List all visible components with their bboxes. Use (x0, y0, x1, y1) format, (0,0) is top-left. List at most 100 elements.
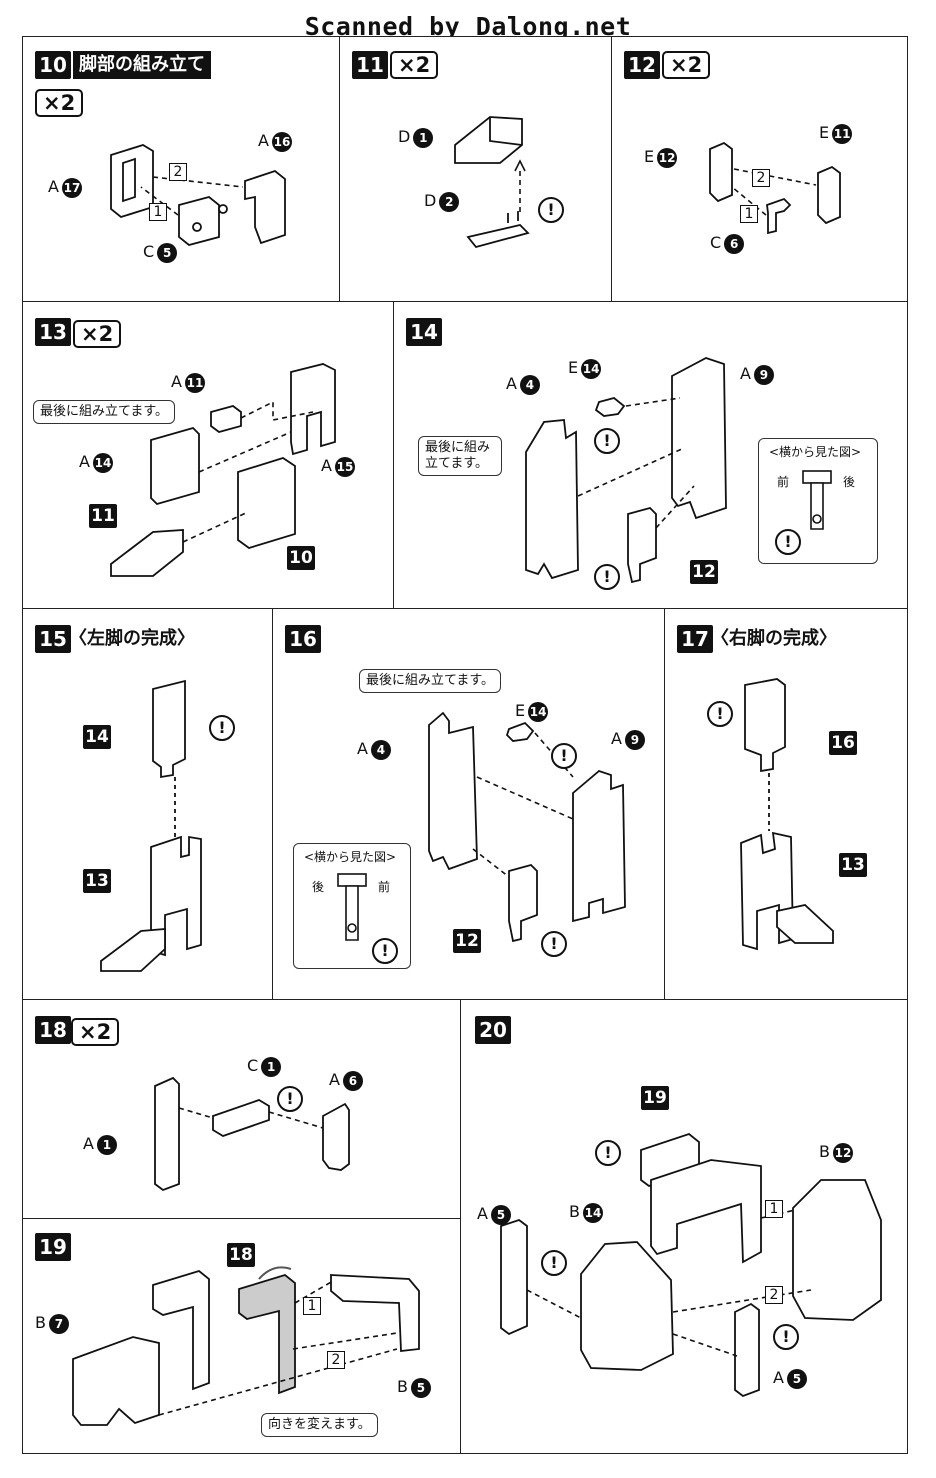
inset-illustration (802, 470, 832, 530)
quantity-badge: ×2 (35, 89, 84, 117)
order-number: 2 (327, 1351, 345, 1369)
warning-icon: ! (775, 529, 801, 555)
inset-front: 前 (378, 880, 391, 894)
step-number: 17 (677, 625, 713, 653)
order-number: 2 (169, 163, 187, 181)
warning-icon: ! (541, 1250, 567, 1276)
step-reference: 12 (690, 560, 718, 584)
assemble-last-note: 最後に組み立てます。 (359, 669, 502, 693)
quantity-badge: ×2 (71, 1018, 120, 1046)
step-reference: 14 (83, 725, 111, 749)
warning-icon: ! (594, 428, 620, 454)
warning-icon: ! (773, 1324, 799, 1350)
step-number: 11 (352, 51, 388, 79)
side-view-inset: <横から見た図> 後 前 ! (293, 843, 411, 969)
inset-front: 前 (777, 475, 790, 489)
step-18-illustration (154, 1076, 350, 1192)
change-direction-note: 向きを変えます。 (261, 1413, 378, 1437)
step-14-illustration (525, 357, 727, 584)
order-number: 1 (149, 203, 167, 221)
warning-icon: ! (551, 743, 577, 769)
inset-back: 後 (312, 880, 325, 894)
step-number: 10 (35, 51, 71, 79)
step-17-illustration (740, 678, 834, 951)
inset-title: <横から見た図> (304, 850, 397, 864)
warning-icon: ! (595, 1140, 621, 1166)
step-number: 13 (35, 318, 71, 346)
step-reference: 10 (287, 546, 315, 570)
side-view-inset: <横から見た図> 前 後 ! (758, 438, 878, 564)
step-19-illustration (72, 1266, 420, 1426)
step-number: 19 (35, 1233, 71, 1261)
step-20-illustration (500, 1132, 882, 1398)
assemble-last-note: 最後に組み立てます。 (418, 436, 502, 476)
warning-icon: ! (594, 564, 620, 590)
step-number: 18 (35, 1016, 71, 1044)
quantity-badge: ×2 (73, 320, 122, 348)
warning-icon: ! (209, 715, 235, 741)
step-title: 〈左脚の完成〉 (69, 628, 195, 649)
warning-icon: ! (538, 197, 564, 223)
warning-icon: ! (372, 938, 398, 964)
quantity-badge: ×2 (390, 51, 439, 79)
step-16-illustration (428, 711, 626, 943)
step-number: 12 (624, 51, 660, 79)
step-11-illustration (454, 116, 530, 249)
step-reference: 19 (641, 1086, 669, 1110)
inset-illustration (337, 873, 367, 941)
order-number: 1 (303, 1297, 321, 1315)
warning-icon: ! (277, 1086, 303, 1112)
step-17-panel: 17 〈右脚の完成〉 ! 16 13 (664, 608, 908, 1000)
step-reference: 11 (89, 504, 117, 528)
step-number: 15 (35, 625, 71, 653)
step-reference: 12 (453, 929, 481, 953)
order-number: 1 (765, 1200, 783, 1218)
inset-title: <横から見た図> (769, 445, 862, 459)
step-reference: 16 (829, 731, 857, 755)
order-number: 1 (740, 205, 758, 223)
step-number: 16 (285, 625, 321, 653)
step-15-illustration (100, 679, 202, 972)
warning-icon: ! (707, 701, 733, 727)
step-title: 脚部の組み立て (73, 51, 211, 79)
step-number: 14 (406, 318, 442, 346)
step-reference: 13 (839, 853, 867, 877)
step-12-illustration (709, 141, 841, 235)
step-number: 20 (475, 1016, 511, 1044)
order-number: 2 (765, 1286, 783, 1304)
step-reference: 18 (227, 1243, 255, 1267)
step-title: 〈右脚の完成〉 (711, 628, 837, 649)
step-13-illustration (110, 363, 336, 577)
